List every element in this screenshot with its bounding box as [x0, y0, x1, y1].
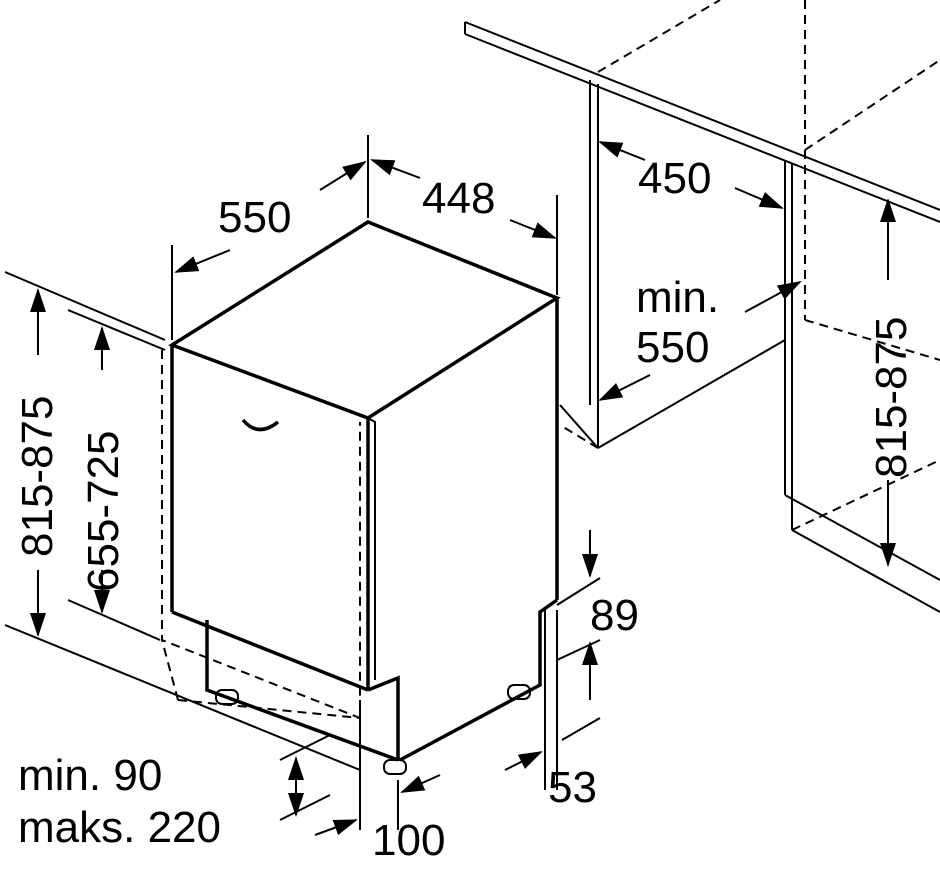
label-width: 448	[422, 174, 495, 223]
label-niche-width: 450	[638, 154, 711, 203]
label-depth: 550	[218, 193, 291, 242]
label-plinth-89: 89	[590, 591, 639, 640]
door-handle-icon	[241, 418, 280, 432]
label-plinth-53: 53	[548, 763, 597, 812]
label-foot-100: 100	[372, 816, 445, 865]
label-niche-depth: 550	[636, 323, 709, 372]
kitchen-cabinet	[464, 0, 940, 613]
label-height-total-left: 815-875	[13, 396, 62, 557]
label-plinth-min: min. 90	[18, 751, 162, 800]
label-plinth-max: maks. 220	[18, 803, 221, 852]
foot-front	[383, 759, 407, 775]
label-height-door: 655-725	[79, 431, 128, 592]
dimension-lines	[4, 135, 896, 836]
label-height-total-right: 815-875	[867, 317, 916, 478]
dishwasher	[161, 220, 561, 775]
label-niche-depth-prefix: min.	[636, 273, 719, 322]
foot-right	[507, 684, 531, 700]
